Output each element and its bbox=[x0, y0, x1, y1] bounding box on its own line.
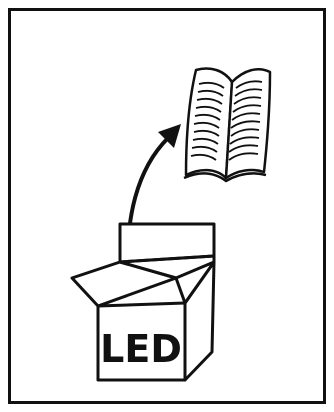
manual-book-icon bbox=[184, 69, 270, 182]
box-label: LED bbox=[100, 327, 182, 371]
